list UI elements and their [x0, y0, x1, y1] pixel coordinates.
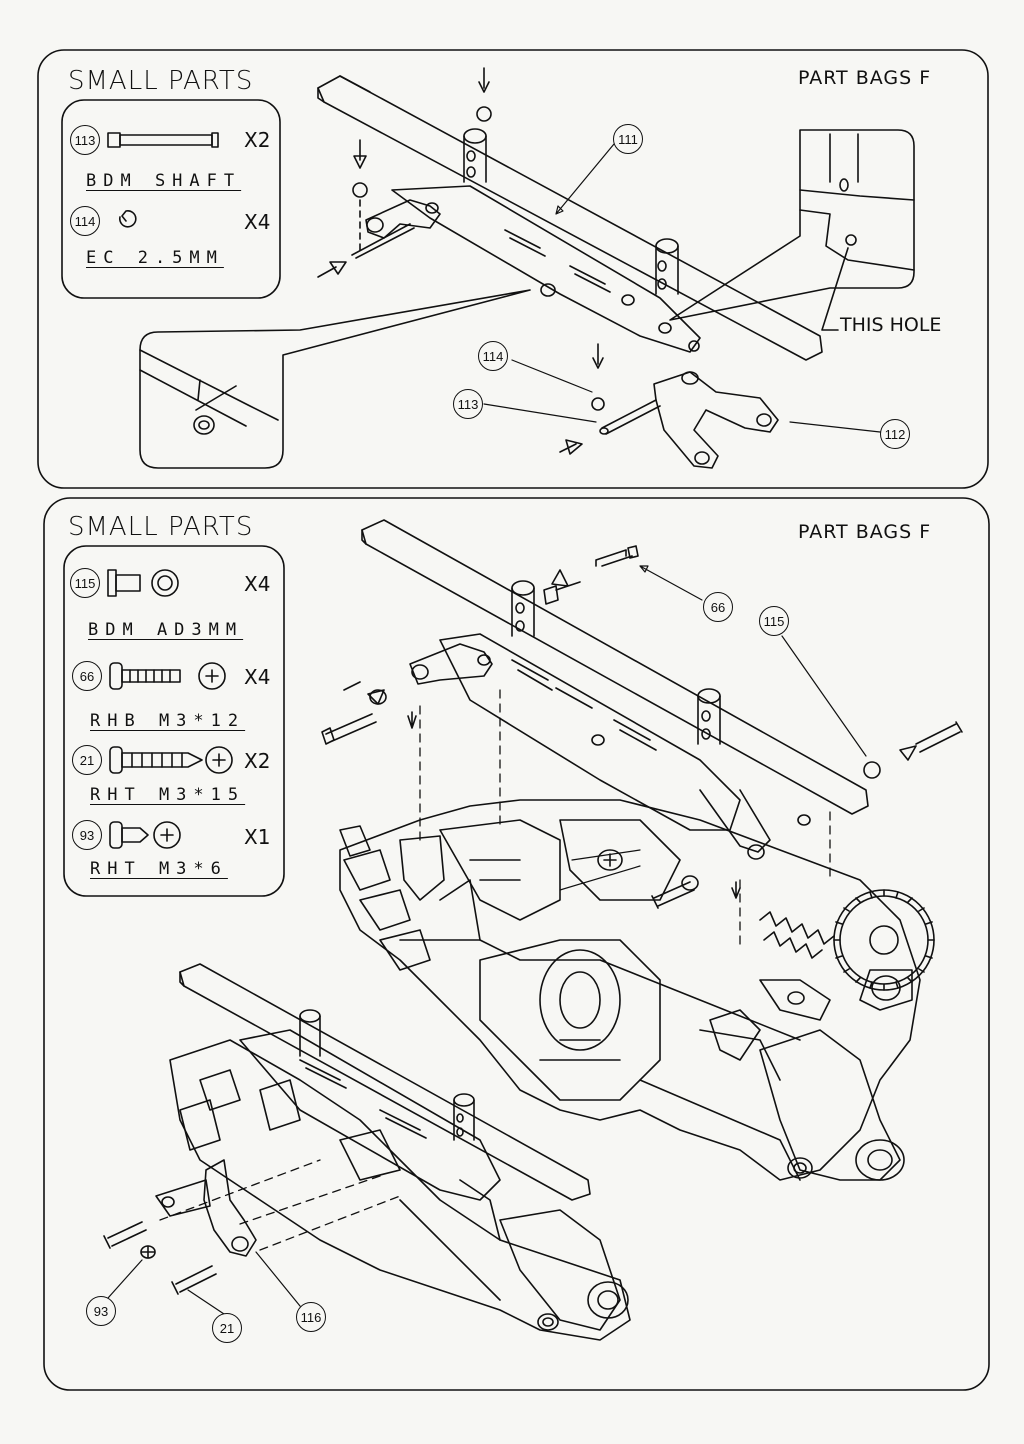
part-name-rht-m3x15: RHT M3*15: [90, 785, 246, 805]
bottom-small-parts-box: [63, 545, 285, 897]
part-name-rht-m3x6: RHT M3*6: [90, 859, 228, 879]
alignment-lines: [159, 689, 831, 1251]
callout-115: 115: [759, 606, 789, 636]
top-arrows: [317, 67, 604, 455]
part-name-bdm-ad3mm: BDM AD3MM: [88, 620, 244, 640]
callout-114-legend: 114: [70, 206, 100, 236]
part-name-rhb-m3x12: RHB M3*12: [90, 711, 246, 731]
part-name-bdm-shaft: BDM SHAFT: [86, 171, 242, 191]
callout-21: 21: [212, 1313, 242, 1343]
detail-inset-left: [139, 289, 531, 469]
callout-116: 116: [296, 1302, 326, 1332]
top-bumper-brace: [317, 75, 823, 361]
bottom-screws: [321, 545, 963, 909]
callout-66-legend: 66: [72, 661, 102, 691]
lower-chassis: [103, 963, 631, 1341]
callout-112: 112: [880, 419, 910, 449]
callout-93: 93: [86, 1296, 116, 1326]
bushing-icon: [107, 569, 179, 597]
bottom-part-bag-label: PART BAGS F: [798, 521, 932, 543]
part-112-arm: [591, 340, 779, 469]
qty-115: X4: [244, 572, 271, 596]
callout-21-legend: 21: [72, 745, 102, 775]
chassis-main: [339, 799, 935, 1181]
e-clip-icon: [119, 210, 137, 228]
top-panel-frame: [37, 49, 989, 489]
qty-113: X2: [244, 128, 271, 152]
e-clip-left: [352, 182, 368, 198]
callout-93-legend: 93: [72, 820, 102, 850]
bottom-panel-frame: [43, 497, 990, 1391]
top-part-bag-label: PART BAGS F: [798, 67, 932, 89]
qty-21: X2: [244, 749, 271, 773]
e-clip-top: [476, 106, 492, 122]
callout-111: 111: [613, 124, 643, 154]
screw-93-icon: [109, 821, 181, 849]
top-small-parts-box: [61, 99, 281, 299]
shaft-icon: [107, 132, 219, 148]
callout-113-legend: 113: [70, 125, 100, 155]
callout-113: 113: [453, 389, 483, 419]
qty-93: X1: [244, 825, 271, 849]
bottom-small-parts-title: SMALL PARTS: [68, 512, 254, 542]
callout-114: 114: [478, 341, 508, 371]
screw-66-icon: [109, 662, 226, 690]
this-hole-label: THIS HOLE: [840, 314, 942, 336]
top-leader-lines: [483, 143, 881, 433]
qty-114: X4: [244, 210, 271, 234]
qty-66: X4: [244, 665, 271, 689]
callout-115-legend: 115: [70, 568, 100, 598]
detail-inset-right: [669, 129, 915, 331]
bottom-leader-lines: [107, 565, 867, 1315]
screw-21-icon: [109, 746, 233, 774]
bottom-upper-brace: [361, 519, 869, 860]
part-name-ec: EC 2.5MM: [86, 248, 224, 268]
callout-66: 66: [703, 592, 733, 622]
top-small-parts-title: SMALL PARTS: [68, 66, 254, 96]
